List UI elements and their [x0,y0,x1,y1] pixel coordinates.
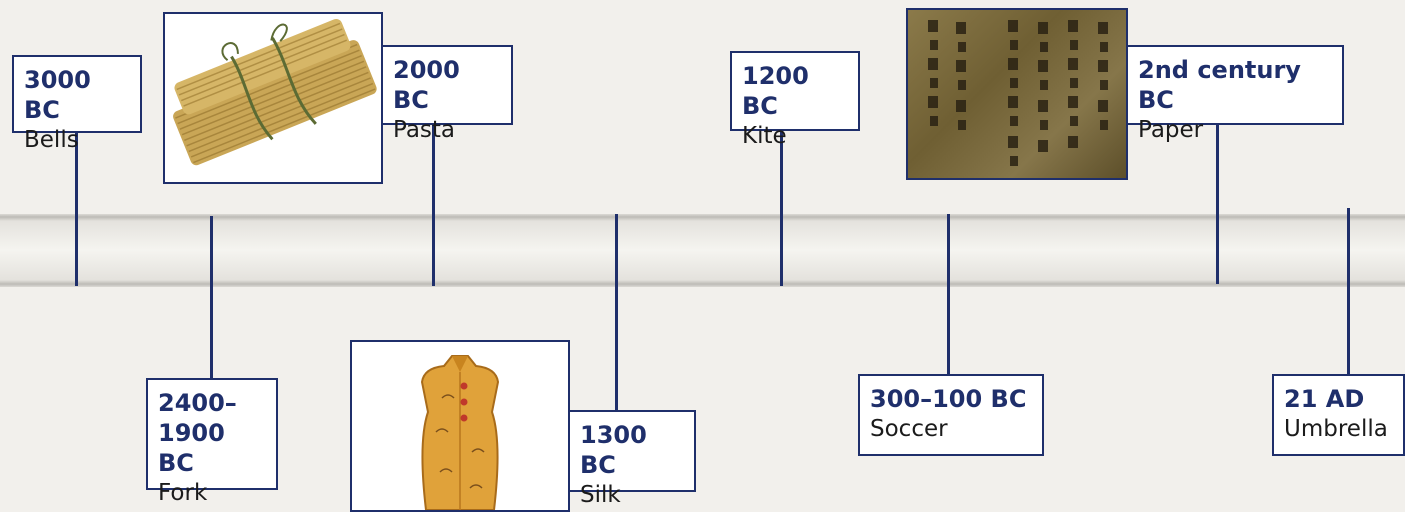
pasta-photo [163,12,383,184]
connector-soccer [947,214,950,376]
event-label: Fork [158,478,266,508]
connector-umbrella [1347,208,1350,376]
event-kite: 1200 BC Kite [730,51,860,131]
event-label: Pasta [393,115,501,145]
connector-fork [210,216,213,380]
connector-paper [1216,124,1219,284]
event-bells: 3000 BC Bells [12,55,142,133]
event-date: 2000 BC [393,55,501,115]
event-label: Soccer [870,414,1032,444]
event-paper: 2nd century BC Paper [1126,45,1344,125]
event-date: 1200 BC [742,61,848,121]
event-date: 3000 BC [24,65,130,125]
pasta-bundle-icon [165,14,381,182]
event-label: Bells [24,125,130,155]
event-umbrella: 21 AD Umbrella [1272,374,1405,456]
event-silk: 1300 BC Silk [568,410,696,492]
event-date-line2: 1900 BC [158,418,266,478]
paper-photo [906,8,1128,180]
event-fork: 2400– 1900 BC Fork [146,378,278,490]
event-date: 1300 BC [580,420,684,480]
event-date: 21 AD [1284,384,1393,414]
ancient-paper-icon [908,10,1126,178]
event-date: 300–100 BC [870,384,1032,414]
event-label: Silk [580,480,684,510]
connector-silk [615,214,618,412]
event-date: 2400– [158,388,266,418]
silk-photo [350,340,570,512]
connector-pasta [432,124,435,286]
connector-bells [75,132,78,286]
event-date: 2nd century BC [1138,55,1332,115]
silk-dress-icon [352,342,568,510]
event-label: Paper [1138,115,1332,145]
event-soccer: 300–100 BC Soccer [858,374,1044,456]
connector-kite [780,130,783,286]
event-label: Kite [742,121,848,151]
event-pasta: 2000 BC Pasta [381,45,513,125]
event-label: Umbrella [1284,414,1393,444]
